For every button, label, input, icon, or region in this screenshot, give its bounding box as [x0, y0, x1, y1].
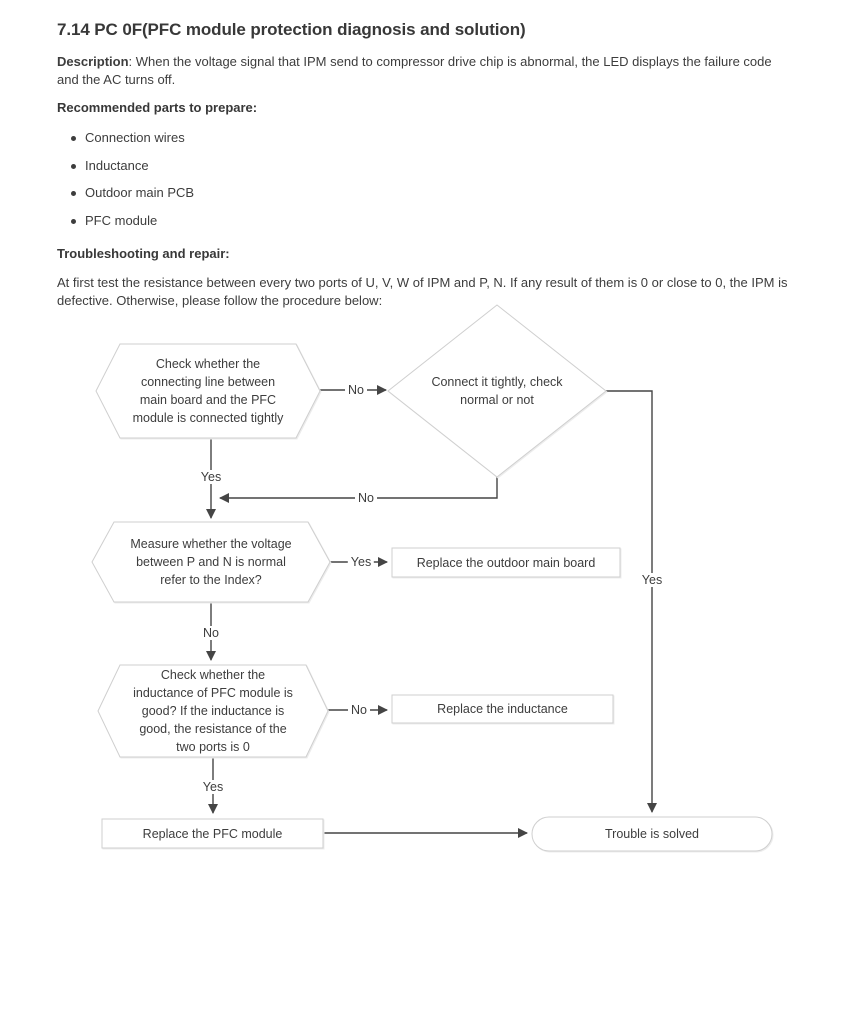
node-check-connection-hexagon — [95, 343, 321, 439]
node-measure-voltage-text: Measure whether the voltage between P an… — [130, 537, 292, 587]
flowchart-connectors — [206, 385, 657, 838]
node-connect-tightly-text: Connect it tightly, check normal or not — [431, 375, 563, 407]
node-replace-inductance-text: Replace the inductance — [437, 702, 568, 716]
edge-label-no: No — [345, 383, 367, 397]
list-item: PFC module — [57, 207, 792, 235]
node-measure-voltage-hexagon — [91, 521, 331, 603]
node-connect-tightly-diamond — [387, 304, 607, 478]
list-item: Inductance — [57, 152, 792, 180]
node-replace-inductance-rect — [391, 694, 614, 724]
part-label: Connection wires — [85, 130, 185, 145]
node-check-inductance-hexagon — [97, 664, 329, 758]
edge-label-no: No — [355, 491, 377, 505]
page-title: 7.14 PC 0F(PFC module protection diagnos… — [57, 20, 526, 39]
part-label: Inductance — [85, 157, 149, 173]
edge-label-no: No — [200, 626, 222, 640]
recommended-parts-heading: Recommended parts to prepare: — [57, 100, 258, 115]
node-check-inductance-text: Check whether the inductance of PFC modu… — [133, 668, 293, 754]
list-item: Connection wires — [57, 124, 792, 152]
part-label: PFC module — [85, 212, 158, 228]
edge-diamond-to-solved — [606, 390, 657, 813]
edge-label-yes: Yes — [347, 555, 375, 569]
flowchart-canvas — [91, 304, 773, 852]
edge-label-yes: Yes — [197, 470, 225, 484]
edge-diamond-feedback — [219, 477, 498, 503]
edge-label-yes: Yes — [638, 573, 666, 587]
troubleshooting-heading: Troubleshooting and repair: — [57, 246, 230, 261]
node-solved-stadium — [531, 816, 773, 852]
node-solved-text: Trouble is solved — [604, 827, 700, 841]
node-replace-mainboard-text: Replace the outdoor main board — [416, 555, 596, 570]
edge-label-no: No — [348, 703, 370, 717]
description-text: : When the voltage signal that IPM send … — [57, 54, 772, 87]
part-label: Outdoor main PCB — [85, 185, 195, 200]
description-paragraph: Description: When the voltage signal tha… — [57, 53, 792, 88]
parts-list: Connection wires Inductance Outdoor main… — [57, 124, 792, 234]
node-replace-pfc-text: Replace the PFC module — [142, 826, 283, 841]
flowchart-shapes — [91, 304, 773, 852]
node-check-connection-text: Check whether the connecting line betwee… — [132, 357, 284, 425]
node-replace-pfc-rect — [101, 818, 324, 849]
edge-label-yes: Yes — [199, 780, 227, 794]
list-item: Outdoor main PCB — [57, 179, 792, 207]
troubleshooting-flowchart: Check whether the connecting line betwee… — [0, 300, 864, 880]
node-replace-mainboard-rect — [391, 547, 621, 578]
intro-paragraph: At first test the resistance between eve… — [57, 275, 788, 308]
page-header: 7.14 PC 0F(PFC module protection diagnos… — [57, 0, 792, 309]
description-label: Description — [57, 54, 129, 69]
